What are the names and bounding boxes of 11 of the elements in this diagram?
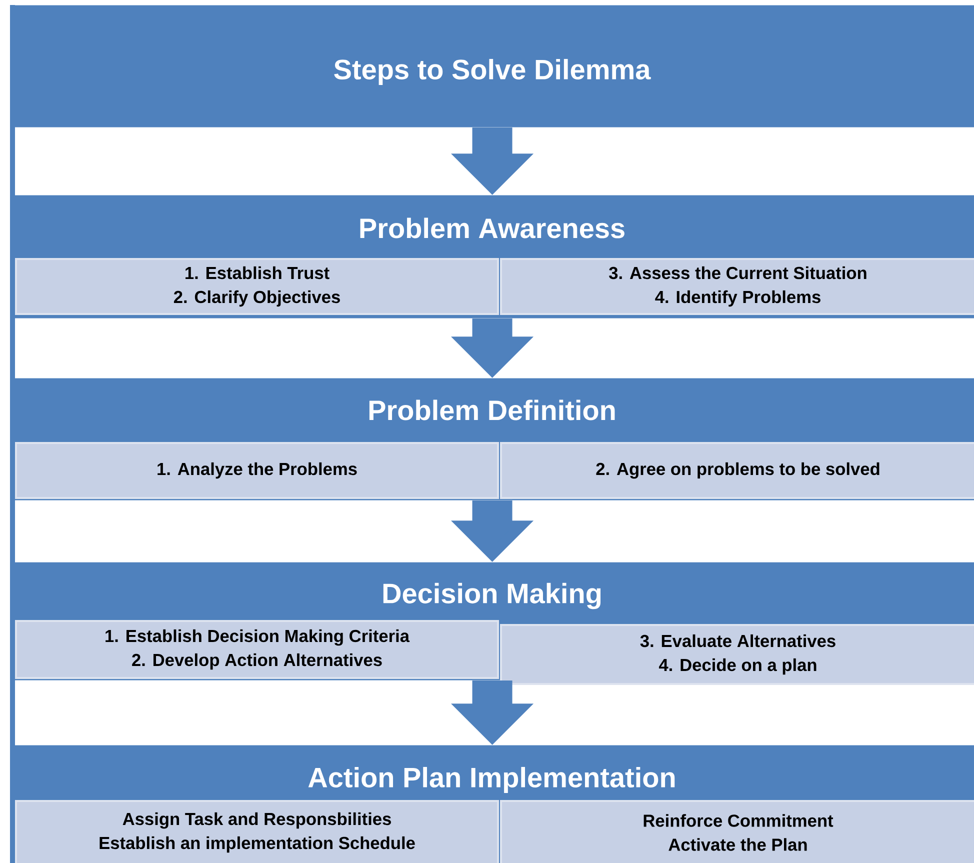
step-box: 1. Establish Trust 2. Clarify Objectives	[15, 258, 499, 315]
node-label: Problem Definition	[369, 400, 615, 420]
step-box: Reinforce Commitment Activate the Plan	[500, 800, 974, 863]
node-label: Problem Awareness	[360, 218, 624, 238]
step-box: 3. Evaluate Alternatives 4. Decide on a plan	[500, 624, 974, 685]
node-label: Steps to Solve Dilemma	[334, 58, 651, 86]
step-box: Assign Task and Responsbilities Establish an implementation Schedule	[15, 800, 499, 863]
step-box: 1. Analyze the Problems	[15, 442, 499, 499]
step-box: 1. Establish Decision Making Criteria 2. Develop Action Alternatives	[15, 620, 499, 679]
step-box: 2. Agree on problems to be solved	[500, 442, 974, 499]
step-box: 3. Assess the Current Situation 4. Identify Problems	[500, 258, 974, 315]
